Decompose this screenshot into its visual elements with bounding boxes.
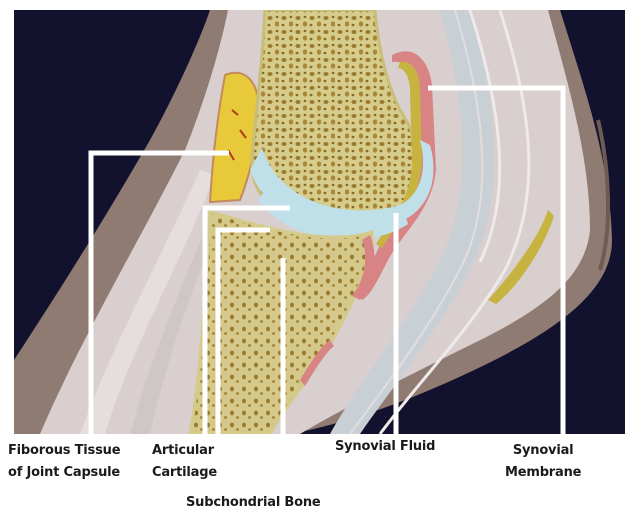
label-articular-line2: Cartilage [152,462,217,484]
label-fibrous-line1: Fiborous Tissue [8,440,120,462]
label-membrane-line1: Synovial [505,440,581,462]
label-subchondral-bone: Subchondrial Bone [186,492,321,514]
label-fibrous-line2: of Joint Capsule [8,462,120,484]
label-membrane-line2: Membrane [505,462,581,484]
label-fibrous-tissue: Fiborous Tissue of Joint Capsule [8,440,120,484]
label-articular-line1: Articular [152,440,217,462]
label-synovial-membrane: Synovial Membrane [505,440,581,484]
label-synovial-fluid: Synovial Fluid [335,436,435,458]
label-articular-cartilage: Articular Cartilage [152,440,217,484]
